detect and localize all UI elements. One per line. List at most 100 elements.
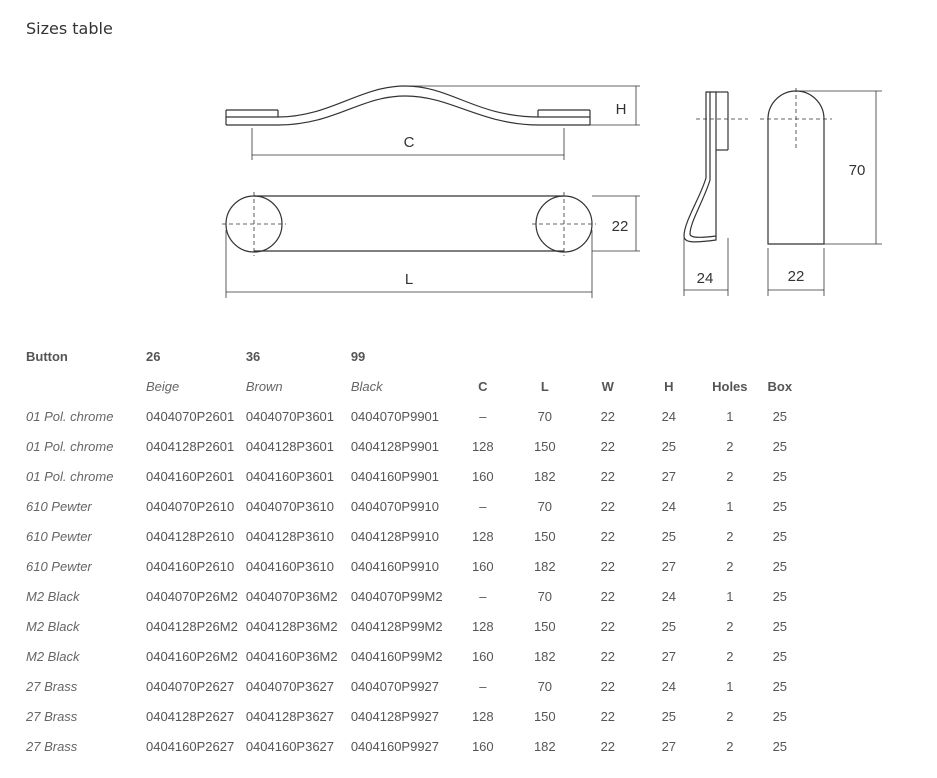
cell-holes: 1 [726,678,734,694]
cell-finish: 27 Brass [26,738,78,754]
cell-code-black: 0404128P9910 [350,528,440,544]
cell-finish: M2 Black [26,618,80,634]
cell-finish: M2 Black [26,588,80,604]
cell-box: 25 [772,738,788,754]
subheader-brown: Brown [245,378,283,394]
table-subheader-row: Beige Brown Black C L W H Holes Box [22,371,803,401]
subheader-holes: Holes [712,378,748,394]
cell-code-brown: 0404070P3627 [245,678,335,694]
subheader-w: W [601,378,614,394]
cell-code-brown: 0404128P36M2 [245,618,338,634]
cell-h: 24 [661,588,677,604]
cell-l: 150 [533,528,556,544]
cell-finish: M2 Black [26,648,80,664]
cell-code-black: 0404160P9927 [350,738,440,754]
dim-depth-label: 24 [697,270,714,287]
cell-code-beige: 0404070P2627 [146,678,235,694]
cell-w: 22 [600,618,616,634]
cell-l: 70 [537,498,553,514]
cell-w: 22 [600,438,616,454]
cell-c: 128 [471,618,494,634]
subheader-h: H [664,378,674,394]
cell-code-brown: 0404128P3601 [245,438,335,454]
cell-l: 70 [537,408,553,424]
table-header-row: Button 26 36 99 [22,341,803,371]
cell-c: – [479,588,487,604]
cell-code-brown: 0404160P36M2 [245,648,338,664]
cell-l: 70 [537,678,553,694]
cell-finish: 27 Brass [26,708,78,724]
cell-h: 24 [661,678,677,694]
handle-end-view [767,90,825,245]
cell-w: 22 [600,708,616,724]
subheader-box: Box [767,378,793,394]
cell-h: 27 [661,468,677,484]
cell-finish: 610 Pewter [26,498,92,514]
cell-code-black: 0404128P9901 [350,438,440,454]
cell-h: 25 [661,708,677,724]
cell-c: 160 [471,648,494,664]
cell-l: 150 [533,618,556,634]
cell-l: 150 [533,708,556,724]
cell-finish: 01 Pol. chrome [26,438,114,454]
cell-code-brown: 0404160P3610 [245,558,335,574]
cell-c: 128 [471,708,494,724]
cell-c: 160 [471,468,494,484]
cell-finish: 27 Brass [26,678,78,694]
technical-drawing: H C 22 L 24 22 70 [222,85,882,298]
cell-w: 22 [600,648,616,664]
cell-box: 25 [772,438,788,454]
cell-holes: 2 [726,618,734,634]
cell-code-black: 0404128P9927 [350,708,440,724]
cell-box: 25 [772,708,788,724]
cell-code-beige: 0404128P26M2 [146,618,238,634]
cell-l: 182 [533,738,556,754]
header-99: 99 [350,348,366,364]
cell-code-beige: 0404160P2627 [146,738,235,754]
cell-code-black: 0404070P99M2 [350,588,443,604]
sizes-table: Button 26 36 99 Beige Brown Black C L W … [22,341,803,761]
cell-box: 25 [772,588,788,604]
header-36: 36 [245,348,261,364]
cell-w: 22 [600,558,616,574]
cell-code-beige: 0404070P26M2 [146,588,238,604]
subheader-l: L [540,378,549,394]
cell-code-brown: 0404160P3601 [245,468,335,484]
cell-finish: 01 Pol. chrome [26,408,114,424]
cell-h: 27 [661,558,677,574]
cell-code-beige: 0404070P2601 [146,408,235,424]
handle-profile [683,91,717,243]
cell-h: 27 [661,738,677,754]
cell-h: 27 [661,648,677,664]
cell-holes: 2 [726,468,734,484]
cell-box: 25 [772,648,788,664]
cell-finish: 01 Pol. chrome [26,468,114,484]
cell-code-brown: 0404070P3610 [245,498,335,514]
cell-holes: 2 [726,438,734,454]
subheader-black: Black [350,378,383,394]
cell-code-beige: 0404160P26M2 [146,648,238,664]
cell-w: 22 [600,588,616,604]
cell-box: 25 [772,678,788,694]
cell-l: 182 [533,468,556,484]
dim-height-label: 70 [849,162,866,179]
cell-box: 25 [772,468,788,484]
cell-holes: 1 [726,498,734,514]
header-button: Button [26,348,68,364]
cell-box: 25 [772,618,788,634]
dim-c-label: C [404,134,415,151]
cell-w: 22 [600,678,616,694]
cell-w: 22 [600,498,616,514]
cell-c: – [479,498,487,514]
dim-l-label: L [405,271,413,288]
cell-holes: 2 [726,528,734,544]
subheader-beige: Beige [146,378,180,394]
